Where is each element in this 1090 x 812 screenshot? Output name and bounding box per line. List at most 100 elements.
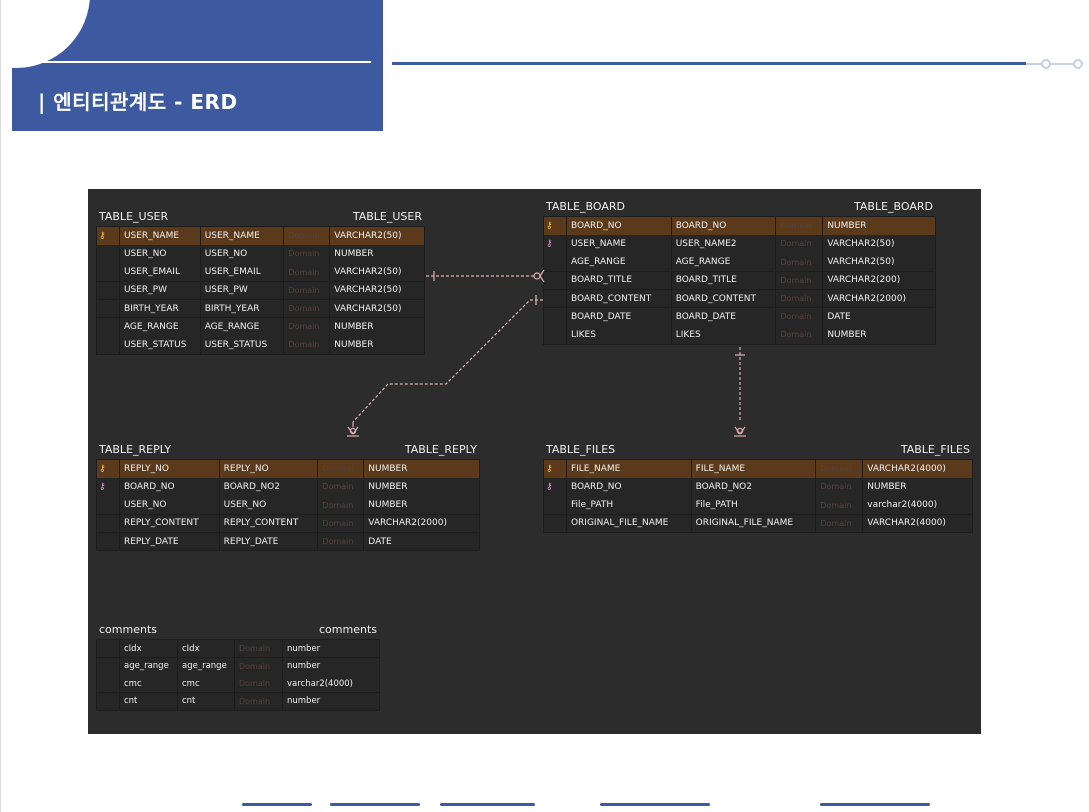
column-data-type: NUMBER — [863, 478, 972, 496]
column-logical-name: USER_NO — [119, 245, 200, 263]
header-decor-circle — [12, 0, 90, 68]
column-domain: Domain — [776, 289, 823, 308]
column-physical-name: BOARD_TITLE — [671, 271, 776, 290]
key-cell — [97, 640, 119, 657]
entity-alias: TABLE_FILES — [900, 443, 970, 456]
column-logical-name: FILE_NAME — [566, 460, 691, 478]
column-domain: Domain — [235, 675, 282, 693]
column-domain: Domain — [318, 532, 364, 551]
column-logical-name: BOARD_CONTENT — [566, 289, 671, 308]
column-data-type: NUMBER — [330, 317, 424, 336]
footer-decor — [242, 803, 930, 806]
key-cell — [544, 326, 566, 344]
column-data-type: DATE — [823, 307, 936, 326]
column-domain: Domain — [284, 299, 330, 318]
column-logical-name: USER_PW — [119, 281, 200, 300]
column-domain: Domain — [284, 317, 330, 336]
column-logical-name: BOARD_NO — [119, 478, 219, 496]
entity-header: TABLE_BOARD TABLE_BOARD — [543, 196, 936, 216]
column-logical-name: ORIGINAL_FILE_NAME — [566, 514, 691, 533]
column-logical-name: REPLY_CONTENT — [119, 514, 219, 533]
relation-board-reply[interactable] — [347, 295, 543, 437]
column-physical-name: BOARD_NO — [671, 217, 776, 235]
entity-name: TABLE_FILES — [546, 443, 616, 456]
column-physical-name: AGE_RANGE — [671, 253, 776, 271]
key-cell — [97, 317, 119, 336]
column-domain: Domain — [284, 263, 330, 281]
key-cell — [544, 253, 566, 271]
primary-key-icon: ⚷ — [544, 460, 566, 478]
entity-name: TABLE_BOARD — [546, 200, 625, 213]
column-data-type: varchar2(4000) — [283, 675, 379, 693]
column-data-type: number — [283, 692, 379, 710]
entity-alias: TABLE_USER — [352, 210, 422, 223]
primary-key-icon: ⚷ — [97, 460, 119, 478]
key-cell — [97, 675, 119, 693]
foreign-key-icon: ⚷ — [544, 235, 566, 253]
column-data-type: NUMBER — [823, 217, 936, 235]
column-logical-name: REPLY_NO — [119, 460, 219, 478]
column-physical-name: USER_EMAIL — [200, 263, 284, 281]
column-data-type: DATE — [364, 532, 479, 551]
column-domain: Domain — [284, 245, 330, 263]
relation-board-files[interactable] — [734, 347, 746, 437]
column-logical-name: BOARD_NO — [566, 217, 671, 235]
entity-alias: TABLE_REPLY — [404, 443, 477, 456]
column-logical-name: REPLY_DATE — [119, 532, 219, 551]
column-physical-name: BOARD_NO2 — [219, 478, 318, 496]
entity-name: TABLE_USER — [99, 210, 169, 223]
column-data-type: VARCHAR2(50) — [330, 299, 424, 318]
key-cell — [544, 289, 566, 308]
column-logical-name: USER_NO — [119, 496, 219, 514]
column-physical-name: cmc — [178, 675, 234, 693]
column-logical-name: LIKES — [566, 326, 671, 344]
foreign-key-icon: ⚷ — [544, 478, 566, 496]
entity-alias: comments — [319, 623, 377, 636]
relation-user-board[interactable] — [426, 269, 545, 283]
column-domain: Domain — [816, 496, 863, 514]
column-data-type: VARCHAR2(50) — [823, 235, 936, 253]
key-cell — [97, 336, 119, 354]
entity-alias: TABLE_BOARD — [854, 200, 933, 213]
column-logical-name: BOARD_NO — [566, 478, 691, 496]
column-domain: Domain — [284, 336, 330, 354]
column-data-type: NUMBER — [364, 460, 479, 478]
column-logical-name: cnt — [120, 692, 177, 710]
header-divider — [34, 61, 371, 63]
key-cell — [97, 532, 119, 551]
